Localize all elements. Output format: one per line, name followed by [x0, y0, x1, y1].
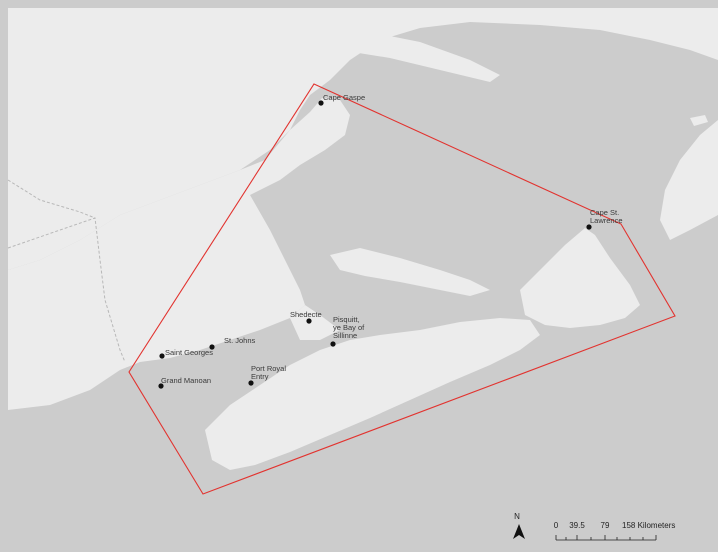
- label-st-johns: St. Johns: [224, 336, 256, 345]
- gaspe-peninsula-land: [230, 98, 350, 200]
- label-grand-manoan: Grand Manoan: [161, 376, 211, 385]
- point-shedecte[interactable]: [306, 318, 312, 324]
- study-area-outline: [128, 83, 676, 495]
- north-arrow: N: [513, 512, 525, 539]
- point-pisquitt[interactable]: [330, 341, 336, 347]
- anticosti-island: [320, 30, 500, 82]
- place-markers: [158, 100, 592, 389]
- point-saint-georges[interactable]: [159, 353, 165, 359]
- scale-bar: 0 39.5 79 158 Kilometers: [554, 521, 675, 541]
- label-cape-st-lawrence: Cape St. Lawrence: [590, 208, 623, 225]
- newfoundland-land: [660, 120, 718, 240]
- scale-tick-3: 158 Kilometers: [622, 521, 675, 530]
- cape-breton-island: [520, 228, 640, 328]
- scale-ticks: [555, 535, 657, 540]
- chignecto-isthmus: [290, 305, 340, 340]
- place-labels: Cape Gaspe Cape St. Lawrence Shedecte Pi…: [161, 93, 623, 385]
- north-shore-land: [8, 8, 718, 270]
- label-saint-georges: Saint Georges: [165, 348, 213, 357]
- small-island-ne: [690, 115, 708, 126]
- scale-tick-2: 79: [601, 521, 610, 530]
- point-cape-gaspe[interactable]: [318, 100, 324, 106]
- scale-tick-1: 39.5: [569, 521, 585, 530]
- prince-edward-island: [330, 248, 490, 296]
- provincial-boundary: [7, 217, 126, 363]
- point-cape-st-lawrence[interactable]: [586, 224, 592, 230]
- new-brunswick-land: [8, 160, 305, 410]
- north-arrow-icon: [513, 524, 525, 539]
- nova-scotia-land: [205, 318, 540, 470]
- label-port-royal-entry: Port Royal Entry: [251, 364, 288, 381]
- north-arrow-label: N: [514, 512, 520, 521]
- point-st-johns[interactable]: [209, 344, 215, 350]
- point-port-royal-entry[interactable]: [248, 380, 254, 386]
- label-pisquitt: Pisquitt, ye Bay of Sillinne: [333, 315, 366, 340]
- label-shedecte: Shedecte: [290, 310, 322, 319]
- scale-tick-0: 0: [554, 521, 559, 530]
- point-grand-manoan[interactable]: [158, 383, 164, 389]
- label-cape-gaspe: Cape Gaspe: [323, 93, 365, 102]
- maine-boundary: [7, 179, 96, 219]
